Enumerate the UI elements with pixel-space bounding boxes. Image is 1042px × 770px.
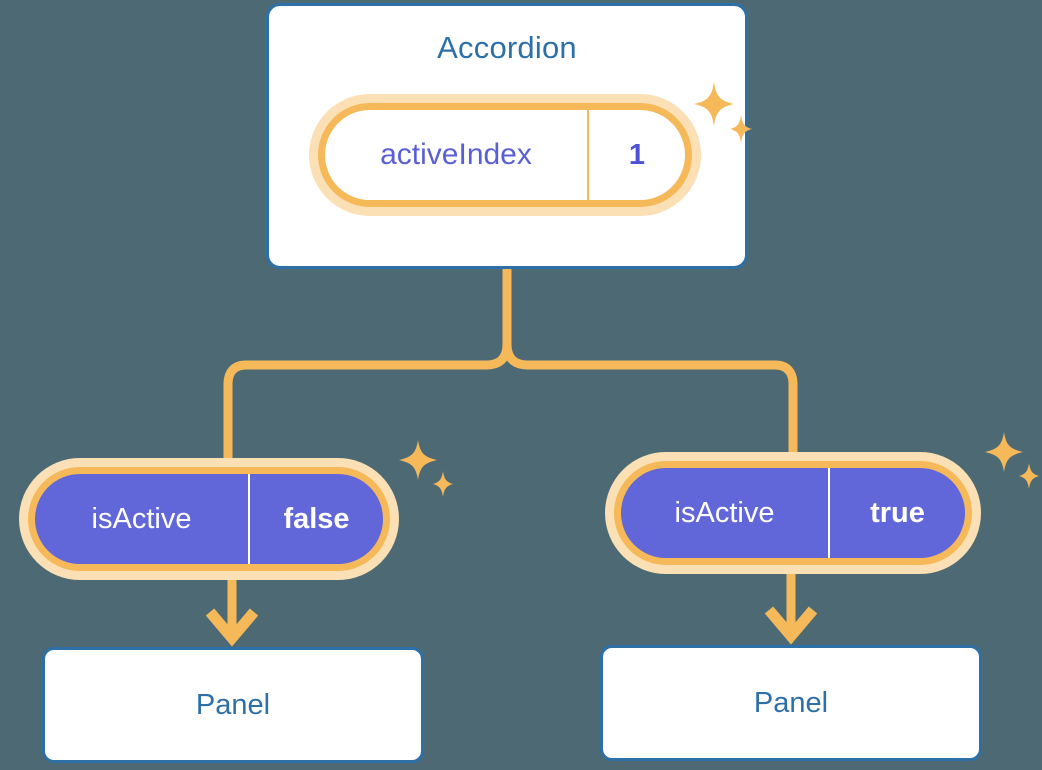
state-pill-value: 1 xyxy=(587,110,685,200)
child-pill-value: true xyxy=(828,468,965,558)
child-pill-inner: isActive false xyxy=(28,467,390,571)
child-pill-inner: isActive true xyxy=(614,461,972,565)
arrow-down-icon xyxy=(205,575,259,647)
child-pill-is-active-true[interactable]: isActive true xyxy=(605,452,981,574)
panel-label: Panel xyxy=(195,688,271,721)
arrow-down-icon xyxy=(764,569,818,645)
branch-connector xyxy=(502,339,798,467)
state-pill-active-index[interactable]: activeIndex 1 xyxy=(309,94,701,216)
panel-box-right[interactable]: Panel xyxy=(600,645,982,761)
page-title: Accordion xyxy=(437,30,577,65)
child-pill-is-active-false[interactable]: isActive false xyxy=(19,458,399,580)
state-pill-inner: activeIndex 1 xyxy=(318,103,692,207)
sparkle-large-icon xyxy=(985,432,1023,472)
child-pill-value: false xyxy=(248,474,383,564)
child-pill-key: isActive xyxy=(91,502,192,535)
sparkle-small-icon xyxy=(1019,463,1039,489)
child-pill-key: isActive xyxy=(674,496,775,529)
branch-connector xyxy=(223,265,512,473)
sparkle-icon xyxy=(399,440,453,497)
panel-label: Panel xyxy=(753,686,829,719)
sparkle-icon xyxy=(985,432,1039,489)
sparkle-small-icon xyxy=(433,471,453,497)
sparkle-large-icon xyxy=(399,440,437,480)
panel-box-left[interactable]: Panel xyxy=(42,647,424,763)
state-pill-key: activeIndex xyxy=(380,138,532,171)
